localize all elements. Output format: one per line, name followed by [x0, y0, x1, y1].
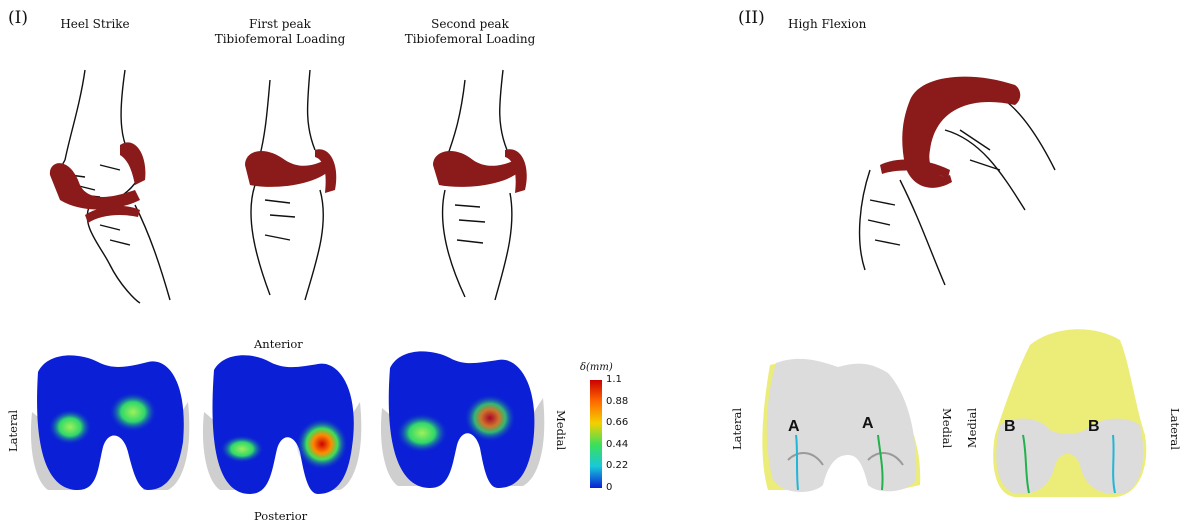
high-flexion-title: High Flexion: [788, 17, 866, 32]
medial-label-i: Medial: [554, 410, 568, 450]
lateral-label-ii-left: Lateral: [730, 408, 744, 450]
marker-b-left: B: [1004, 418, 1016, 436]
colorbar-tick-label: 0.44: [606, 439, 628, 450]
condyle-heatmap-second-peak: [378, 348, 548, 493]
marker-a-right: A: [862, 415, 874, 433]
anterior-label: Anterior: [254, 337, 303, 351]
tibial-plateau-view: [758, 355, 928, 495]
medial-label-ii-right: Medial: [965, 408, 979, 448]
condyle-heatmap-first-peak: [200, 352, 365, 497]
lateral-label-i: Lateral: [6, 410, 20, 452]
colorbar-tick-label: 0.88: [606, 396, 628, 407]
marker-b-right: B: [1088, 418, 1100, 436]
femoral-condyle-view: [985, 325, 1155, 500]
knee-sketch-heel-strike: [40, 65, 180, 305]
knee-sketch-high-flexion: [850, 70, 1060, 290]
colorbar-title: δ(mm): [580, 362, 613, 373]
colorbar: [590, 380, 602, 488]
phase-caption-heel-strike: Heel Strike: [40, 17, 150, 32]
knee-sketch-second-peak: [425, 65, 545, 305]
knee-sketch-first-peak: [235, 65, 355, 305]
colorbar-tick-label: 0.66: [606, 417, 628, 428]
condyle-heatmap-heel-strike: [28, 352, 193, 492]
colorbar-tick-label: 0: [606, 482, 612, 493]
lateral-label-ii-right: Lateral: [1168, 408, 1182, 450]
colorbar-tick-label: 0.22: [606, 460, 628, 471]
posterior-label: Posterior: [254, 509, 307, 523]
panel-label-ii: (II): [738, 8, 765, 28]
medial-label-ii-left: Medial: [940, 408, 954, 448]
panel-label-i: (I): [8, 8, 28, 28]
phase-caption-second-peak: Second peak Tibiofemoral Loading: [390, 17, 550, 47]
colorbar-tick-label: 1.1: [606, 374, 622, 385]
phase-caption-first-peak: First peak Tibiofemoral Loading: [200, 17, 360, 47]
marker-a-left: A: [788, 418, 800, 436]
